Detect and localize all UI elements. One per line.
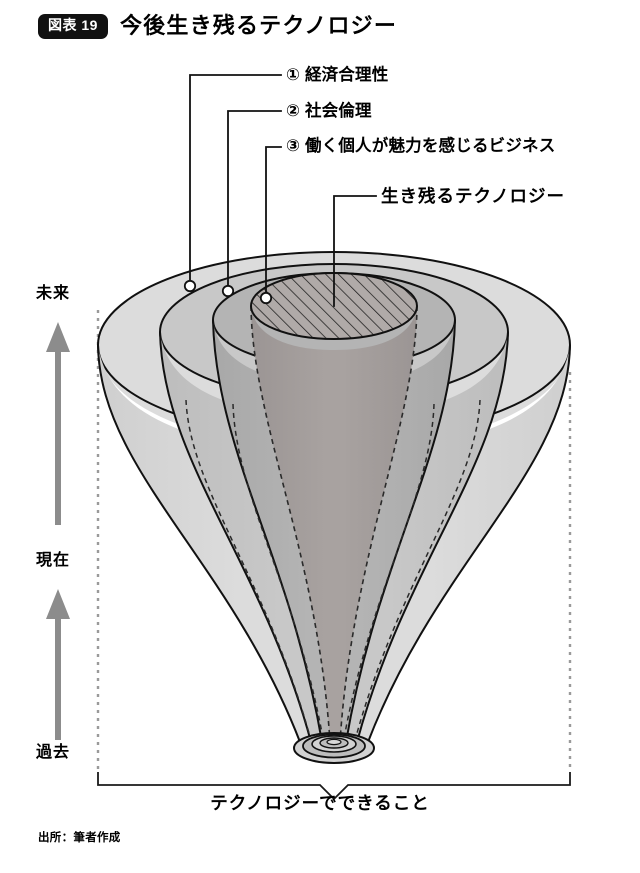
axis-label-future: 未来: [36, 285, 71, 302]
neck-meridians: [185, 399, 481, 745]
leader-line-1: [189, 74, 282, 286]
axis-label-present: 現在: [36, 552, 71, 569]
leader-dot-3: [259, 291, 273, 305]
callout-label-1: ① 経済合理性: [286, 66, 389, 84]
figure-number-badge: 図表 19: [38, 14, 108, 39]
funnel-base-rings: [293, 732, 375, 764]
callout-label-2: ② 社会倫理: [286, 102, 372, 120]
extent-guides: [96, 310, 572, 772]
time-arrow-upper: [46, 322, 70, 525]
leader-line-2: [227, 110, 282, 291]
figure-header: 図表 19 今後生き残るテクノロジー: [38, 14, 397, 39]
leader-dot-1: [183, 279, 197, 293]
callout-leader-lines: [189, 74, 377, 307]
bottom-extent-bracket: [97, 772, 571, 801]
leader-line-4: [333, 195, 377, 307]
callout-label-3: ③ 働く個人が魅力を感じるビジネス: [286, 137, 556, 155]
source-note: 出所：筆者作成: [38, 832, 121, 844]
axis-label-past: 過去: [36, 744, 71, 761]
time-arrow-lower: [46, 589, 70, 740]
leader-line-3: [265, 146, 282, 298]
leader-dot-2: [221, 284, 235, 298]
callout-endpoint-dots: [183, 279, 273, 305]
funnel-core-wall: [251, 306, 417, 742]
bottom-axis-caption: テクノロジーでできること: [210, 793, 430, 813]
page-title: 今後生き残るテクノロジー: [119, 13, 398, 39]
callout-label-4: 生き残るテクノロジー: [381, 186, 565, 206]
time-axis-arrows: [46, 322, 70, 740]
funnel-body: [97, 251, 571, 764]
